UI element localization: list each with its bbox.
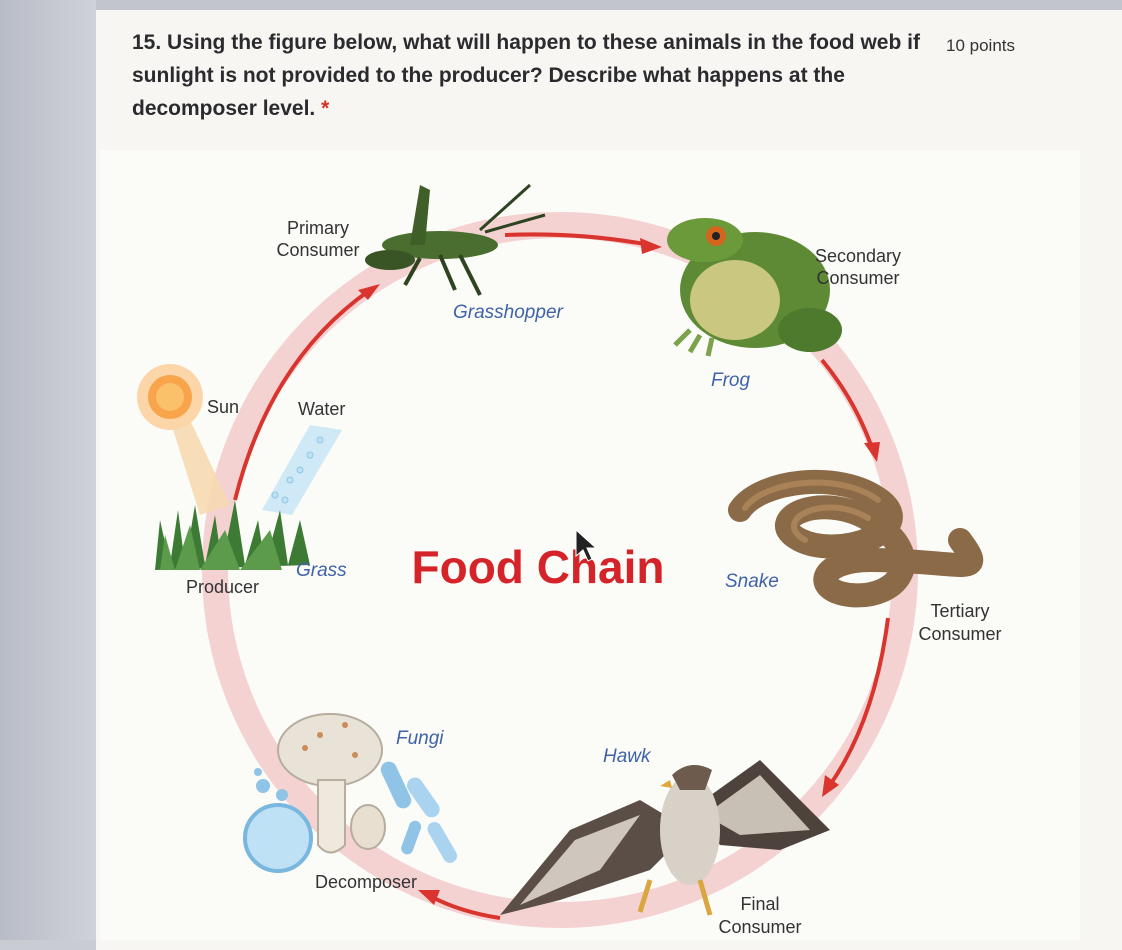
grasshopper-icon [365,183,546,296]
hawk-icon [500,760,830,916]
sun-icon [137,364,230,515]
label-fungi: Fungi [396,728,444,749]
snake-pattern [742,479,881,543]
points-label: 10 points [946,36,1015,55]
label-secondary-line1: Secondary [815,246,901,266]
label-sun: Sun [207,397,239,417]
arrowhead-3 [864,442,880,462]
arrow-tertiary-to-final [828,617,890,787]
label-grasshopper: Grasshopper [453,302,564,323]
label-secondary-line2: Consumer [816,268,899,288]
fungi-icon [243,713,457,873]
arrowhead-5 [418,890,440,905]
label-tertiary-line1: Tertiary [930,601,989,621]
label-frog: Frog [711,370,751,391]
label-primary-line1: Primary [287,218,349,238]
page-margin [0,0,96,940]
required-asterisk: * [321,97,330,120]
label-final-line1: Final [740,894,779,914]
label-primary-line2: Consumer [276,240,359,260]
figure-title: Food Chain [412,541,665,593]
arrow-primary-to-secondary [504,232,651,247]
question-title: 15. Using the figure below, what will ha… [132,31,920,120]
label-grass: Grass [296,560,347,581]
label-final-line2: Consumer [718,917,801,937]
arrowhead-2 [640,238,662,254]
label-hawk: Hawk [603,746,652,767]
figure-labels: Primary Consumer Grasshopper Secondary C… [186,218,1002,937]
label-producer: Producer [186,577,259,597]
arrow-producer-to-primary [233,288,372,501]
water-icon [262,425,342,515]
label-water: Water [298,399,345,419]
grass-icon [155,500,310,570]
label-decomposer: Decomposer [315,872,417,892]
label-snake: Snake [725,571,779,592]
label-tertiary-line2: Consumer [918,624,1001,644]
flow-arrows [233,232,890,920]
arrowhead-1 [358,284,380,300]
arrowhead-4 [822,775,839,797]
frog-icon [667,218,842,357]
question-text: 15. Using the figure below, what will ha… [132,26,932,125]
arrow-secondary-to-tertiary [820,358,874,449]
mouse-cursor-icon [575,528,598,562]
